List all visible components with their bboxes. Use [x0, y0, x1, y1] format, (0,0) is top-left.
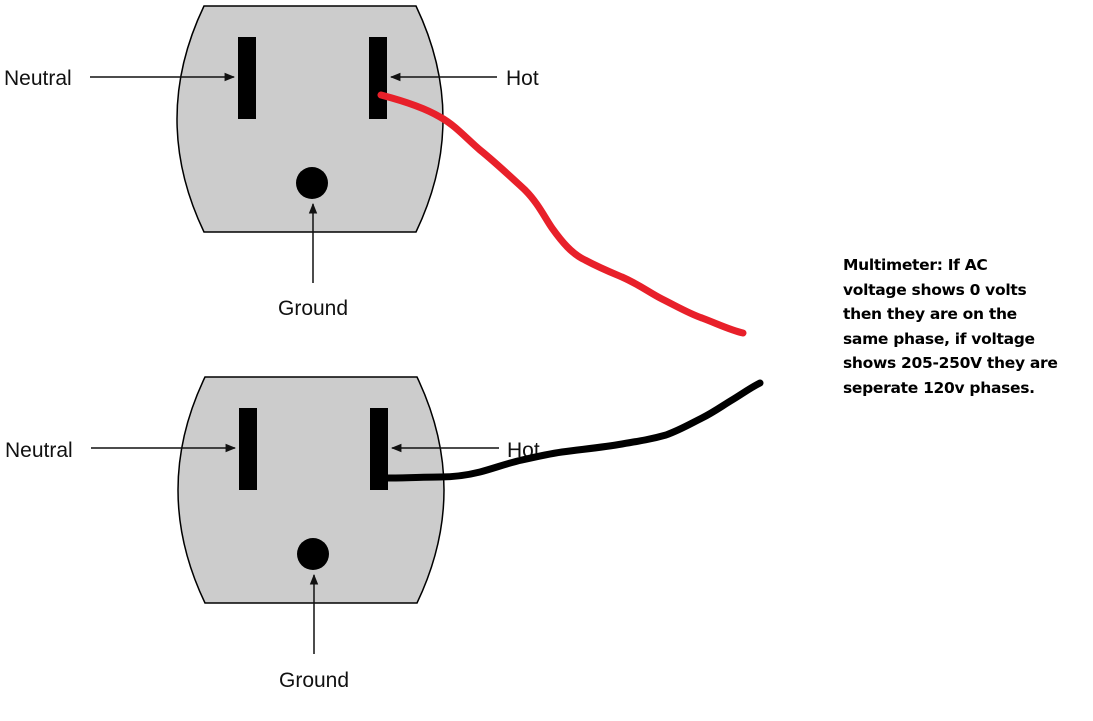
outlet-top-hot-label: Hot	[506, 67, 539, 90]
outlet-bottom: Neutral Hot Ground	[5, 376, 540, 692]
outlet-top-neutral-slot	[238, 37, 256, 119]
outlet-bottom-ground-hole	[297, 538, 329, 570]
outlet-top-neutral-label: Neutral	[4, 67, 72, 90]
outlet-bottom-neutral-slot	[239, 408, 257, 490]
note-line: seperate 120v phases.	[843, 378, 1035, 397]
outlet-top-hot-slot	[369, 37, 387, 119]
note-line: shows 205-250V they are	[843, 354, 1058, 372]
outlet-bottom-hot-slot	[370, 408, 388, 490]
outlet-bottom-neutral-label: Neutral	[5, 439, 73, 462]
note-line: Multimeter: If AC	[843, 256, 988, 274]
multimeter-note: Multimeter: If AC voltage shows 0 volts …	[843, 253, 1083, 400]
note-line: then they are on the	[843, 305, 1017, 323]
red-probe-wire	[377, 91, 747, 337]
note-line: voltage shows 0 volts	[843, 280, 1027, 299]
outlet-top-ground-hole	[296, 167, 328, 199]
black-probe-wire	[383, 379, 764, 482]
note-line: same phase, if voltage	[843, 329, 1035, 348]
outlet-top: Neutral Hot Ground	[4, 5, 539, 320]
outlet-top-ground-label: Ground	[278, 297, 348, 320]
outlet-bottom-ground-label: Ground	[279, 669, 349, 692]
